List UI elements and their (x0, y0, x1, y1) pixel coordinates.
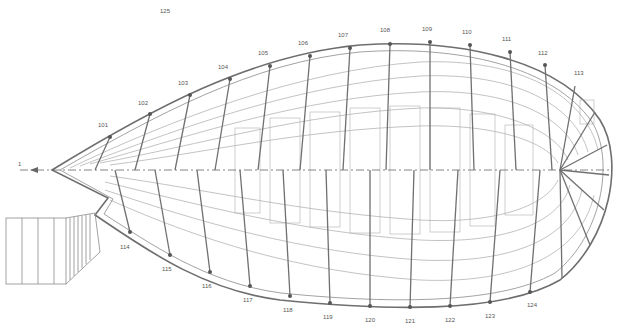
callout-number: 106 (298, 40, 308, 47)
callout-number: 117 (243, 297, 253, 304)
callout-number: 120 (365, 317, 375, 324)
callout-number: 103 (178, 80, 188, 87)
callout-number: 116 (202, 283, 212, 290)
callout-number: 105 (258, 50, 268, 57)
callout-number: 109 (422, 26, 432, 33)
callout-number: 101 (98, 122, 108, 129)
callout-number: 119 (323, 314, 333, 321)
callout-number: 107 (338, 32, 348, 39)
callout-number: 102 (138, 100, 148, 107)
callout-number: 113 (574, 70, 584, 77)
callout-number: 118 (283, 307, 293, 314)
callout-number: 124 (527, 302, 537, 309)
callout-number: 123 (485, 313, 495, 320)
callout-number: 115 (162, 266, 172, 273)
callout-number: 114 (120, 244, 130, 251)
callout-number: 108 (380, 27, 390, 34)
callout-number: 111 (502, 36, 511, 43)
callout-number: 112 (538, 50, 548, 57)
callout-number: 122 (445, 317, 455, 324)
callout-number: 1 (18, 161, 21, 168)
callout-number: 125 (160, 8, 170, 15)
callout-number: 104 (218, 64, 228, 71)
callout-number: 110 (462, 29, 472, 36)
callout-number: 121 (405, 318, 415, 325)
